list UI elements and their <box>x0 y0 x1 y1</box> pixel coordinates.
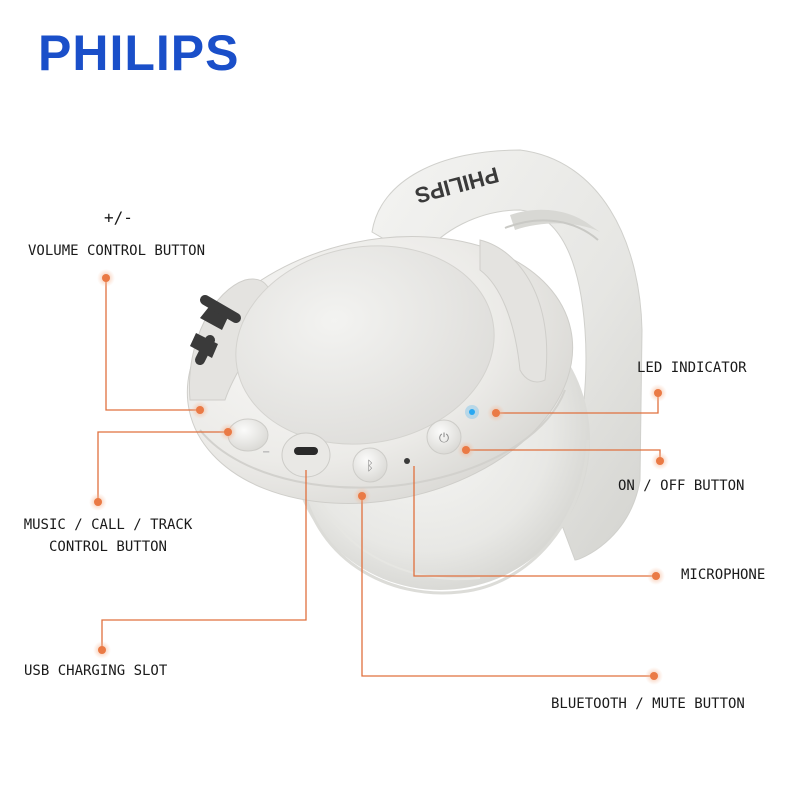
track-control-label-line1: MUSIC / CALL / TRACK <box>23 517 193 533</box>
marker-power-button <box>457 441 475 459</box>
minus-icon: − <box>262 447 270 458</box>
marker-volume-button <box>191 401 209 419</box>
power-icon: ⏻ <box>439 431 449 446</box>
yoke <box>188 239 548 401</box>
led-indicator-label: LED INDICATOR <box>637 360 747 376</box>
marker-volume-end <box>97 269 115 287</box>
bluetooth-callout-line <box>361 496 654 677</box>
bluetooth-icon: ᛒ <box>366 459 374 474</box>
power-button-label: ON / OFF BUTTON <box>618 478 745 494</box>
volume-symbol-label: +/- <box>104 208 133 227</box>
volume-callout-line <box>105 278 200 411</box>
volume-control-label: VOLUME CONTROL BUTTON <box>28 243 206 259</box>
marker-track-button <box>219 423 237 441</box>
bluetooth-button[interactable] <box>352 447 388 483</box>
led-light <box>469 409 475 415</box>
marker-led-end <box>649 384 667 402</box>
marker-power-end <box>651 452 669 470</box>
bluetooth-mute-label: BLUETOOTH / MUTE BUTTON <box>551 696 745 712</box>
philips-logo: PHILIPS <box>38 25 240 81</box>
marker-bluetooth-button <box>353 487 371 505</box>
track-control-label-line2: CONTROL BUTTON <box>48 539 167 556</box>
power-button[interactable] <box>426 419 462 455</box>
callout-markers <box>89 269 669 685</box>
usb-charging-label: USB CHARGING SLOT <box>24 663 168 679</box>
microphone-label: MICROPHONE <box>681 567 766 583</box>
track-control-label: MUSIC / CALL / TRACK CONTROL BUTTON <box>8 516 208 556</box>
marker-track-end <box>89 493 107 511</box>
marker-bluetooth-end <box>645 667 663 685</box>
earcup-plate <box>235 245 495 445</box>
control-buttons: − ᛒ ⏻ <box>227 405 479 483</box>
marker-usb-end <box>93 641 111 659</box>
callout-lines <box>97 278 661 677</box>
led-glow <box>465 405 479 419</box>
marker-led <box>487 404 505 422</box>
usb-port-icon <box>294 447 318 455</box>
headband: PHILIPS <box>371 149 643 561</box>
microphone-hole <box>404 458 410 464</box>
marker-microphone-end <box>647 567 665 585</box>
microphone-callout-line <box>413 466 656 577</box>
track-callout-line <box>97 431 228 502</box>
usb-callout-line <box>101 470 307 648</box>
